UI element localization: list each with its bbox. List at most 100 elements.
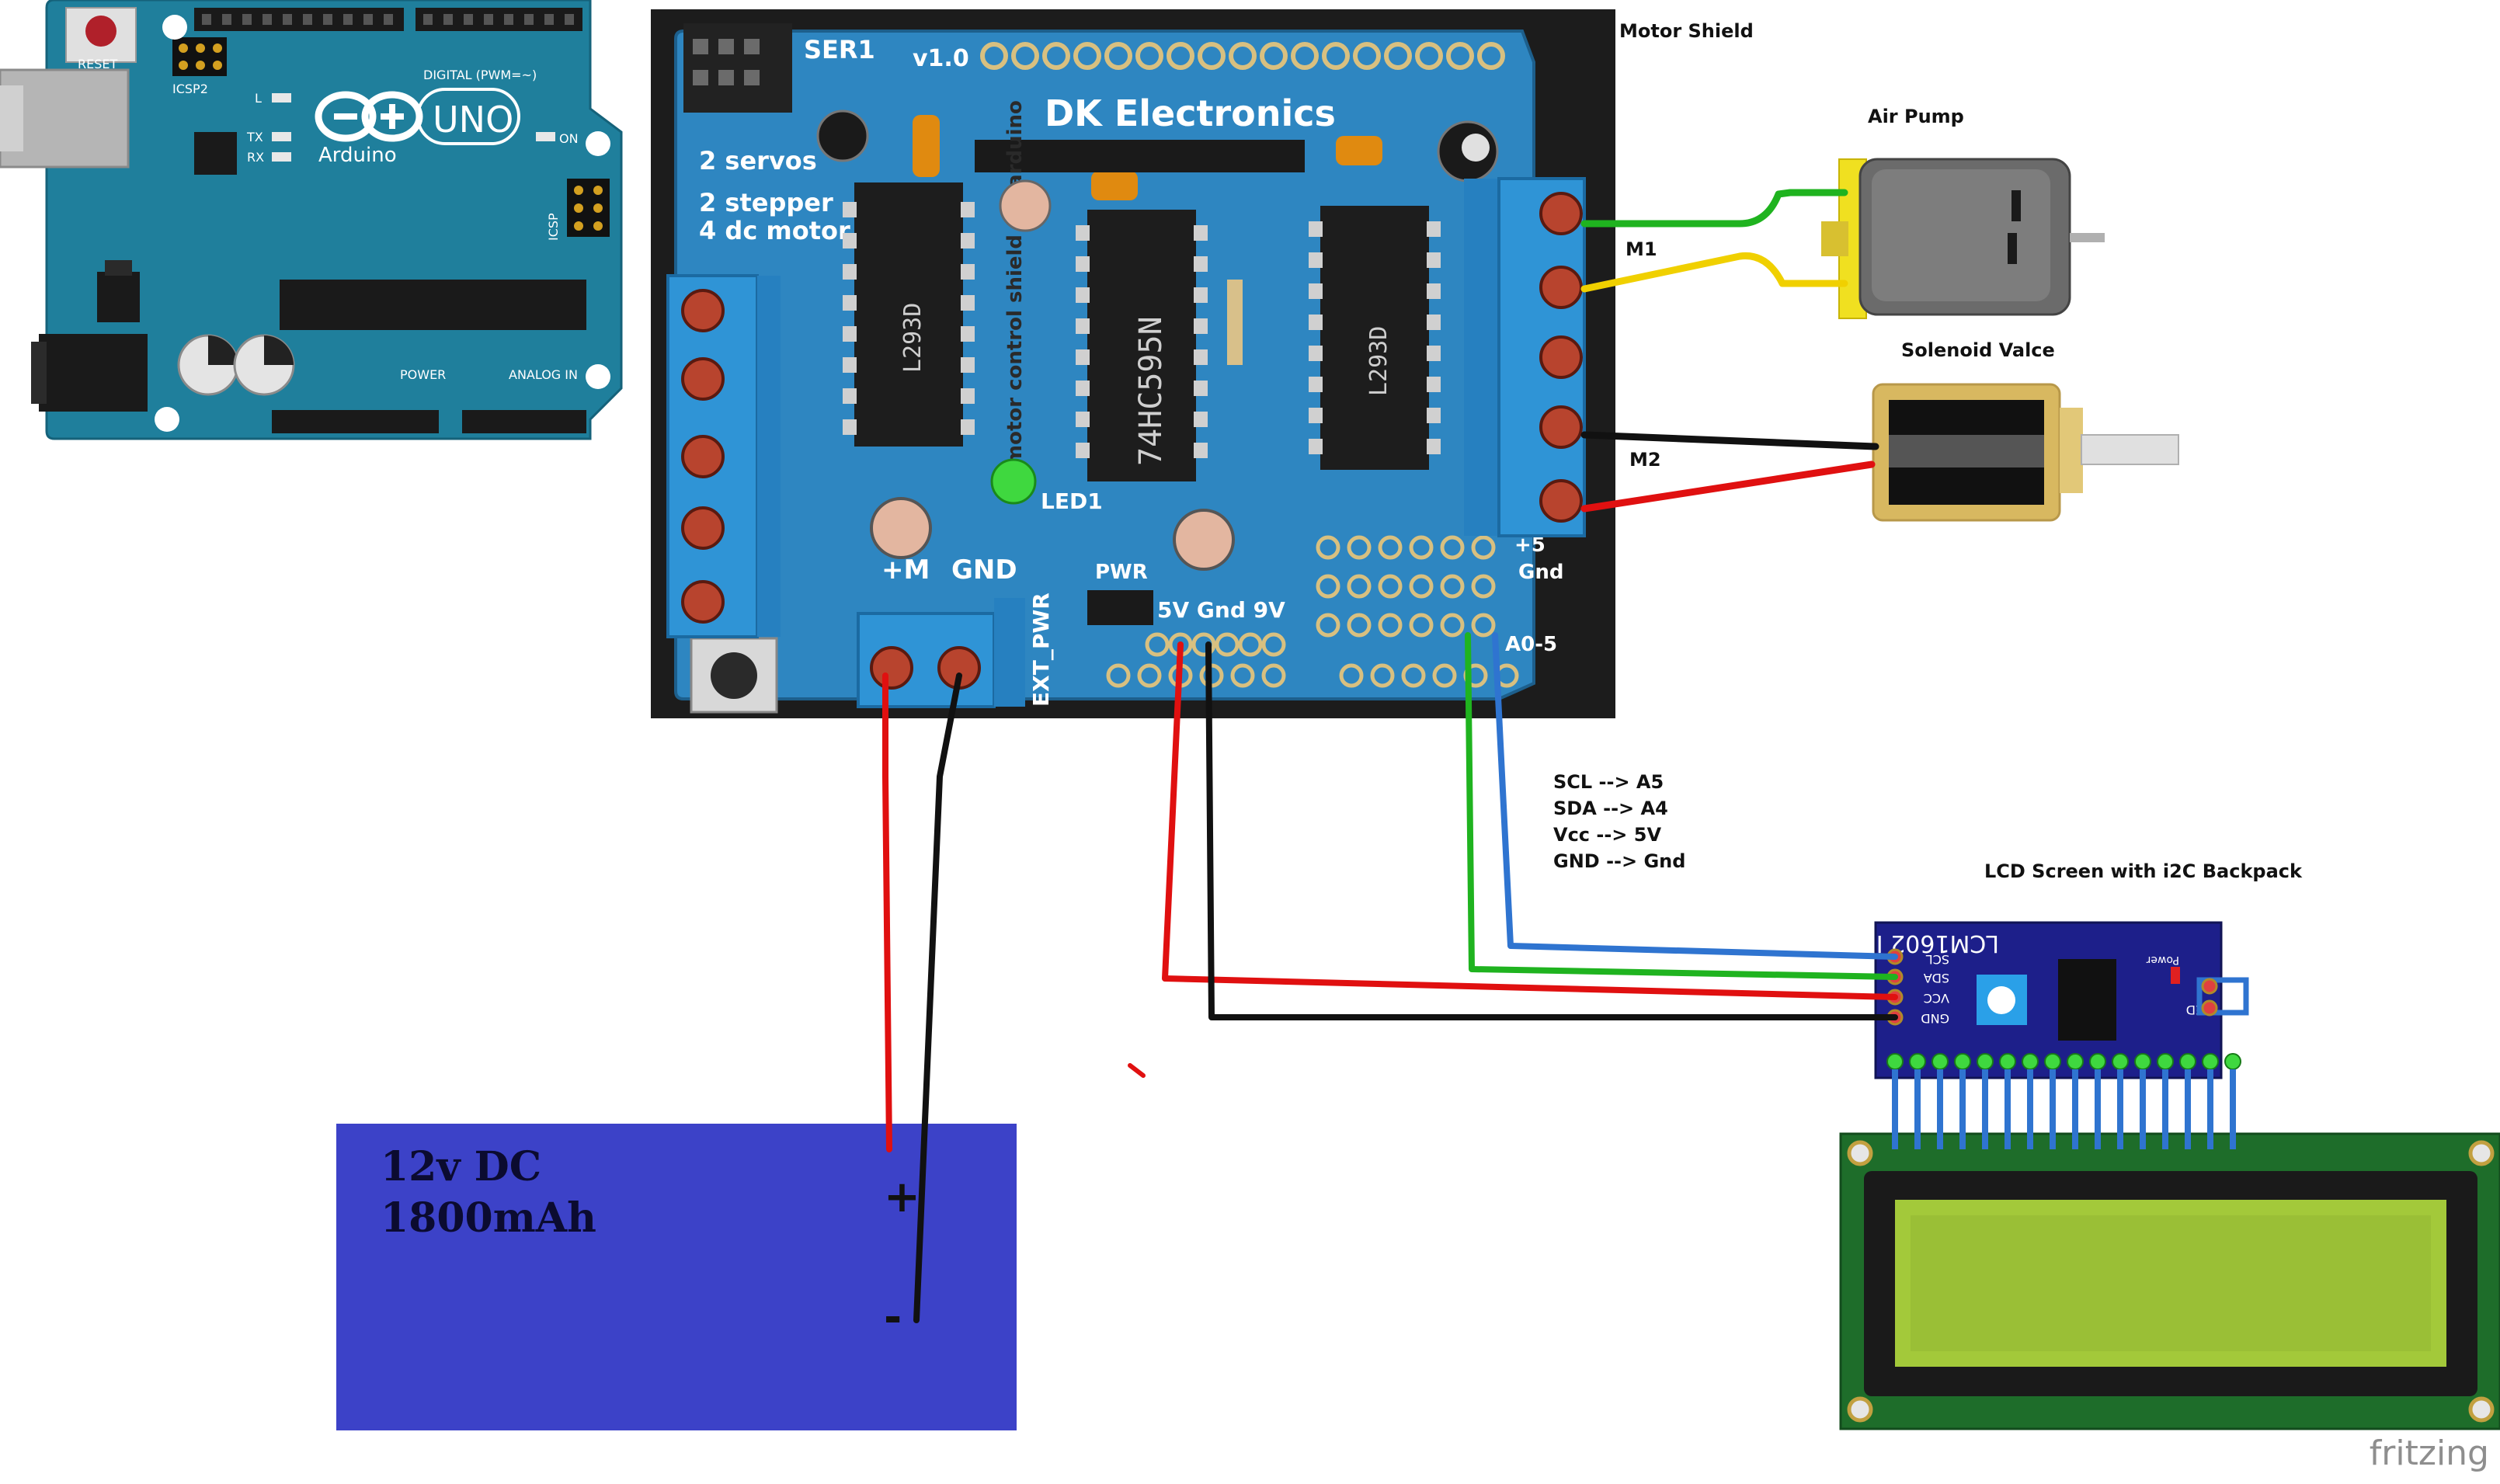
regulator	[97, 272, 140, 322]
solenoid-valve-title: Solenoid Valce	[1901, 339, 2055, 361]
pin-vcc-label: VCC	[1924, 991, 1949, 1006]
capacitor-c7	[870, 497, 932, 559]
mount-hole	[155, 407, 179, 432]
bottom-header-pads	[1106, 535, 1519, 688]
icsp-header: ICSP	[546, 179, 610, 241]
arduino-brand-text: Arduino	[318, 144, 397, 167]
chip3-label: L293D	[1365, 326, 1393, 396]
wire-m2-black	[1580, 431, 1879, 450]
gnd2-label: Gnd	[1518, 561, 1563, 584]
uno-logo-text: UNO	[433, 99, 513, 141]
chip-l293d-left: L293D	[843, 182, 975, 447]
battery-plus: +	[884, 1172, 920, 1222]
capacitor-c8	[1173, 509, 1235, 571]
air-pump-title: Air Pump	[1868, 106, 1964, 127]
power-pins-label: 5V Gnd 9V	[1157, 597, 1285, 623]
icsp-label: ICSP	[546, 213, 561, 241]
led-l-label: L	[255, 91, 262, 106]
led-rx-label: RX	[247, 150, 264, 165]
capacitor-c1	[816, 109, 869, 162]
gnd-label: GND	[951, 554, 1017, 586]
led-tx	[272, 132, 291, 141]
mount-hole	[586, 364, 610, 389]
battery-12v: + -	[336, 1124, 1017, 1430]
terminal-block-left	[666, 274, 781, 638]
backpack-chip	[2058, 959, 2116, 1041]
lcd-screen-title: LCD Screen with i2C Backpack	[1984, 860, 2302, 882]
ser1-label: SER1	[804, 35, 875, 64]
led-jumper	[2196, 977, 2249, 1016]
battery-label: 12v DC 1800mAh	[381, 1142, 596, 1244]
reset-button-cap	[85, 16, 116, 47]
power-led	[2171, 967, 2180, 984]
pwr-jumper	[1087, 590, 1153, 625]
stepper-label: 2 stepper	[699, 188, 833, 217]
wire-battery-black	[913, 672, 962, 1323]
wires	[882, 189, 1898, 1323]
arduino-logo: UNO Arduino	[315, 88, 520, 167]
wire-m2-red	[1580, 460, 1876, 513]
green-led	[990, 458, 1037, 505]
chip-l293d-right: L293D	[1309, 206, 1441, 470]
led1-label: LED1	[1041, 488, 1103, 514]
led-on-label: ON	[559, 131, 579, 146]
led-l	[272, 93, 291, 103]
wire-scl-blue	[1492, 632, 1898, 960]
wire-vcc-red	[1162, 641, 1898, 1000]
capacitor-orange-3	[1091, 171, 1138, 200]
stray-red-mark	[1128, 1063, 1146, 1078]
lcd-model-label: LCM1602 IIC	[1853, 930, 1999, 957]
pin-scl-label: SCL	[1926, 952, 1949, 967]
servo-headers	[683, 23, 792, 113]
wire-m1-yellow	[1580, 252, 1848, 293]
led-rx	[272, 152, 291, 162]
motor-shield-board: SER1 v1.0 DK Electronics 2 servos 2 step…	[651, 9, 1615, 718]
backpack-pin-row	[1886, 1053, 2241, 1149]
power-led-label: Power	[2146, 954, 2179, 966]
pin-gnd-label: GND	[1921, 1011, 1949, 1026]
battery-minus: -	[884, 1292, 902, 1343]
led-on	[536, 132, 555, 141]
icsp2-header: ICSP2	[172, 37, 227, 96]
icsp2-label: ICSP2	[172, 82, 208, 96]
fritzing-watermark: fritzing	[2369, 1434, 2489, 1473]
pin-map-gnd: GND --> Gnd	[1553, 850, 1686, 872]
power-header	[272, 410, 439, 433]
i2c-pin-mapping: SCL --> A5 SDA --> A4 Vcc --> 5V GND -->…	[1553, 769, 1685, 874]
motor-shield-title: Motor Shield	[1619, 20, 1754, 42]
wire-gnd-black	[1205, 641, 1898, 1020]
power-label: POWER	[400, 367, 446, 382]
capacitor-orange-2	[1336, 136, 1382, 165]
battery-voltage: 12v DC	[381, 1143, 542, 1190]
a0-5-label: A0-5	[1505, 633, 1557, 656]
shield-brand-text: DK Electronics	[1045, 92, 1336, 134]
ext-pwr-label: EXT_PWR	[1028, 593, 1054, 707]
capacitor-c3	[999, 179, 1052, 232]
battery-capacity: 1800mAh	[381, 1194, 596, 1242]
solenoid-valve	[1872, 383, 2179, 522]
pin-map-sda: SDA --> A4	[1553, 798, 1668, 819]
wire-m1-green	[1580, 189, 1848, 228]
led-tx-label: TX	[246, 130, 263, 144]
m2-label: M2	[1629, 449, 1661, 471]
digital-header-right	[416, 8, 582, 31]
pwr-label: PWR	[1095, 561, 1148, 584]
pin-map-vcc: Vcc --> 5V	[1553, 824, 1662, 846]
resistor-r2	[1227, 280, 1243, 365]
i2c-backpack: LCM1602 IIC Power LED SCL SDA VCC GND	[1853, 921, 2249, 1149]
chip1-label: L293D	[899, 303, 927, 373]
wire-battery-red	[882, 672, 892, 1152]
mount-hole	[162, 15, 187, 40]
atmega-chip	[280, 280, 586, 330]
chip2-label: 74HC595N	[1133, 316, 1169, 466]
capacitor-orange-1	[913, 115, 940, 177]
analog-label: ANALOG IN	[509, 367, 578, 382]
chip-74hc595n: 74HC595N	[1076, 210, 1208, 481]
terminal-block-ext-power: EXT_PWR	[857, 593, 1054, 708]
dc-motor-label: 4 dc motor	[699, 216, 850, 245]
reset-label: RESET	[78, 57, 117, 71]
terminal-block-right	[1464, 177, 1586, 537]
usb-chip	[194, 132, 237, 175]
mount-hole	[586, 131, 610, 156]
